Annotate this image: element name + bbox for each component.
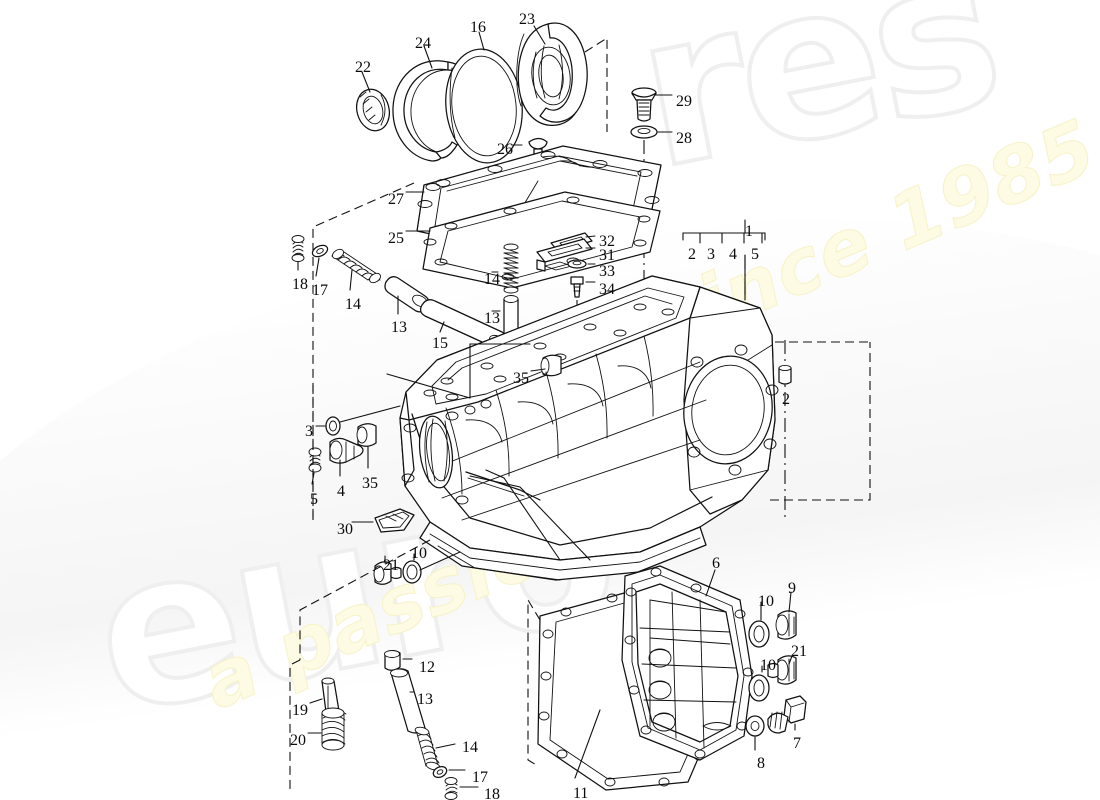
part-10a-sealing-ring bbox=[402, 560, 422, 584]
callout-9: 9 bbox=[788, 580, 796, 597]
callout-21: 21 bbox=[383, 557, 399, 574]
part-35-bushing-on-deck bbox=[540, 354, 562, 377]
part-14-compression-spring bbox=[331, 248, 381, 284]
callout-5: 5 bbox=[310, 491, 318, 508]
callout-22: 22 bbox=[355, 59, 371, 76]
callout-31: 31 bbox=[599, 247, 615, 264]
part-6-oil-pan-cover bbox=[621, 565, 754, 761]
leader-14c bbox=[435, 743, 456, 749]
part-10c-sealing-ring bbox=[748, 674, 770, 702]
callout-12: 12 bbox=[419, 659, 435, 676]
part-3-circlip bbox=[325, 416, 341, 436]
part-33-lock-washer bbox=[567, 259, 587, 269]
callout-28: 28 bbox=[676, 130, 692, 147]
callout-25: 25 bbox=[388, 230, 404, 247]
callout-6: 6 bbox=[712, 555, 720, 572]
part-18b-spring bbox=[444, 777, 458, 800]
callout-21: 21 bbox=[791, 643, 807, 660]
part-9-screw-plug bbox=[775, 610, 797, 640]
callout-10: 10 bbox=[758, 593, 774, 610]
part-7-hex-bolt bbox=[767, 695, 807, 734]
callout-17: 17 bbox=[472, 769, 488, 786]
bracket-upper-right bbox=[584, 36, 608, 132]
callout-5: 5 bbox=[751, 246, 759, 263]
part-14c-compression-spring bbox=[414, 726, 441, 771]
part-34-bolt bbox=[570, 276, 584, 298]
callout-3: 3 bbox=[305, 423, 313, 440]
part-22-roller-bearing bbox=[355, 88, 391, 132]
callout-18: 18 bbox=[292, 276, 308, 293]
leader-14a bbox=[349, 269, 353, 291]
part-30-clamp bbox=[374, 508, 415, 533]
callout-14: 14 bbox=[484, 271, 500, 288]
callout-30: 30 bbox=[337, 521, 353, 538]
part-28-washer bbox=[630, 125, 658, 139]
callout-27: 27 bbox=[388, 191, 404, 208]
callout-33: 33 bbox=[599, 263, 615, 280]
bracket-lower-left bbox=[289, 659, 301, 790]
part-23-ball-bearing bbox=[516, 22, 588, 126]
callout-34: 34 bbox=[599, 281, 615, 298]
callout-35: 35 bbox=[513, 370, 529, 387]
callout-10: 10 bbox=[760, 657, 776, 674]
callout-3: 3 bbox=[707, 246, 715, 263]
callout-1: 1 bbox=[745, 223, 753, 240]
leader-24 bbox=[423, 45, 433, 69]
callout-29: 29 bbox=[676, 93, 692, 110]
callout-18: 18 bbox=[484, 786, 500, 800]
callout-14: 14 bbox=[345, 296, 361, 313]
leader-19 bbox=[309, 698, 323, 704]
callout-11: 11 bbox=[573, 785, 589, 800]
callout-8: 8 bbox=[757, 755, 765, 772]
part-2-dowel-pin bbox=[778, 364, 792, 385]
part-18-spring bbox=[291, 235, 305, 262]
part-12-cap bbox=[384, 650, 401, 671]
callout-14: 14 bbox=[462, 739, 478, 756]
callout-4: 4 bbox=[729, 246, 737, 263]
callout-13: 13 bbox=[484, 310, 500, 327]
callout-17: 17 bbox=[312, 282, 328, 299]
callout-20: 20 bbox=[290, 732, 306, 749]
leader-16 bbox=[478, 31, 485, 51]
callout-2: 2 bbox=[688, 246, 696, 263]
part-20-spring bbox=[321, 707, 347, 751]
callout-16: 16 bbox=[470, 19, 486, 36]
part-5-spring bbox=[308, 447, 322, 473]
callout-13: 13 bbox=[417, 691, 433, 708]
part-8-washer bbox=[745, 715, 765, 737]
callout-10: 10 bbox=[411, 545, 427, 562]
callout-24: 24 bbox=[415, 35, 431, 52]
part-29-pan-head-screw bbox=[631, 87, 657, 122]
leader-23 bbox=[533, 25, 546, 45]
callout-15: 15 bbox=[432, 335, 448, 352]
callout-2: 2 bbox=[782, 391, 790, 408]
callout-26: 26 bbox=[497, 141, 513, 158]
part-35b-bushing bbox=[356, 423, 377, 447]
callout-7: 7 bbox=[793, 735, 801, 752]
callout-35: 35 bbox=[362, 475, 378, 492]
leader-22 bbox=[361, 71, 371, 93]
callout-4: 4 bbox=[337, 483, 345, 500]
callout-19: 19 bbox=[292, 702, 308, 719]
callout-13: 13 bbox=[391, 319, 407, 336]
part-10b-sealing-ring bbox=[748, 620, 770, 648]
leader-3-b bbox=[339, 405, 401, 423]
leader-17a bbox=[315, 257, 320, 277]
callout-23: 23 bbox=[519, 11, 535, 28]
